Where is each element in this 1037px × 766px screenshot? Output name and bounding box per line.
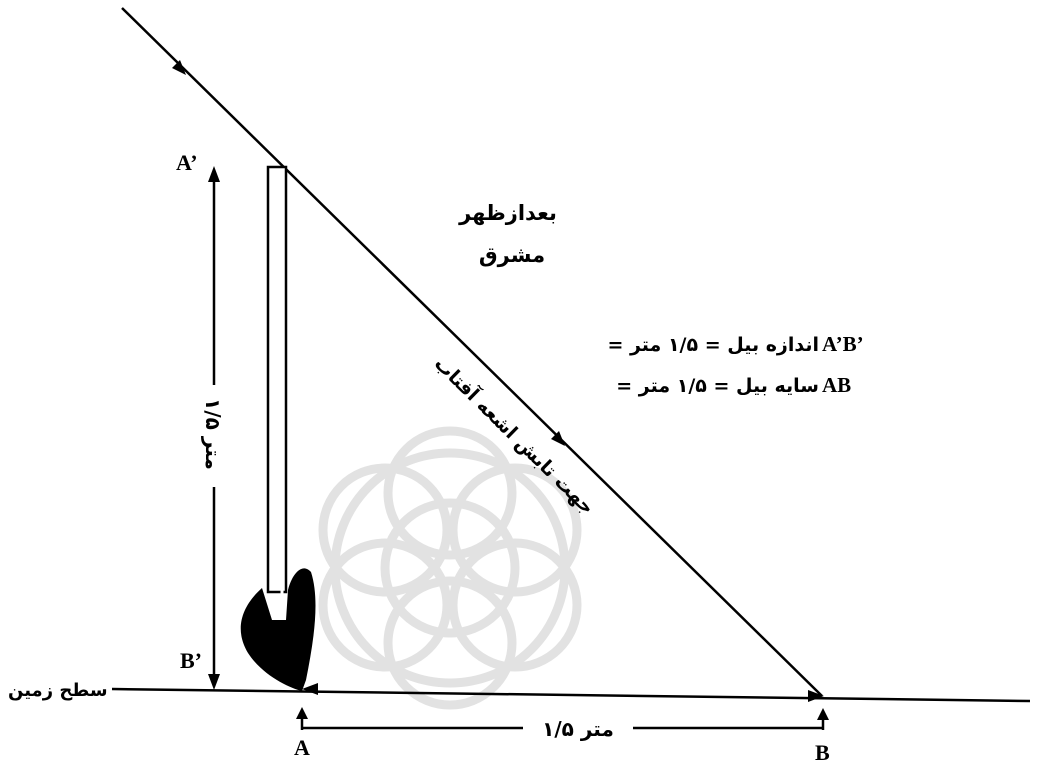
legend-1-text: = اندازه بیل = ۱/۵ متر: [607, 334, 819, 356]
vertical-arrow-down-icon: [208, 674, 220, 690]
horizontal-measure-label: ۱/۵ متر: [542, 717, 614, 741]
shovel-blade: [240, 568, 316, 691]
vertical-arrow-up-icon: [208, 166, 220, 182]
legend-2-text: = سایه بیل = ۱/۵ متر: [616, 375, 819, 397]
ground-arrow-left-icon: [302, 683, 318, 695]
tick-a-arrow-icon: [296, 707, 308, 719]
legend: = اندازه بیل = ۱/۵ متر A’B’ = سایه بیل =…: [607, 332, 863, 397]
east-label: مشرق: [479, 243, 545, 267]
ray-arrow-mid-icon: [551, 431, 565, 446]
vertical-label-gap: [202, 385, 226, 487]
vertical-measure-label: ۱/۵ متر: [201, 398, 225, 470]
ground-line: [111, 687, 1031, 703]
legend-1-key: A’B’: [822, 332, 864, 356]
sun-ray-line: [121, 7, 823, 697]
ground-arrow-right-icon: [808, 690, 824, 702]
label-a: A: [294, 735, 310, 760]
shovel-handle: [266, 165, 288, 594]
afternoon-label: بعدازظهر: [458, 201, 557, 225]
legend-2-key: AB: [822, 373, 851, 397]
watermark-rosette: [318, 426, 582, 710]
horizontal-label-gap: [523, 716, 633, 740]
label-b: B: [815, 740, 830, 765]
tick-b-arrow-icon: [817, 708, 829, 720]
label-b-prime: B’: [180, 648, 202, 673]
ray-arrow-top-icon: [172, 60, 186, 75]
ground-label: سطح زمین: [8, 680, 108, 701]
label-a-prime: A’: [176, 150, 198, 175]
